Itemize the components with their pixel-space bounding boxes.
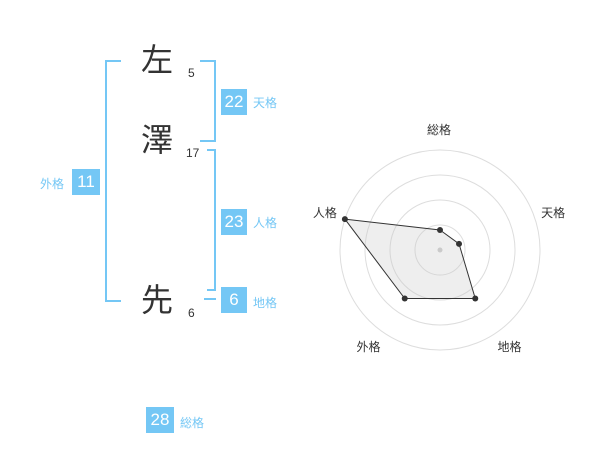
radar-series-area bbox=[343, 218, 476, 300]
radar-axis-label: 天格 bbox=[541, 205, 566, 220]
tenkaku-label: 天格 bbox=[253, 96, 278, 110]
radar-point bbox=[472, 295, 479, 302]
jinkaku-value: 23 bbox=[221, 209, 247, 235]
soukaku-label: 総格 bbox=[180, 416, 205, 430]
gaikaku-bracket bbox=[105, 60, 121, 302]
tenkaku-value: 22 bbox=[221, 89, 247, 115]
chikaku-connector bbox=[204, 298, 216, 300]
radar-axis-label: 人格 bbox=[312, 205, 337, 220]
radar-axis-label: 外格 bbox=[356, 340, 381, 355]
radar-axis-label: 地格 bbox=[497, 340, 522, 355]
stroke-count-3: 6 bbox=[188, 306, 195, 320]
radar-grid-ring bbox=[364, 174, 516, 326]
gaikaku-label: 外格 bbox=[40, 177, 65, 191]
chikaku-value: 6 bbox=[221, 287, 247, 313]
name-char-1: 左 bbox=[141, 41, 174, 79]
radar-grid-ring bbox=[414, 224, 466, 276]
name-char-2: 澤 bbox=[141, 121, 174, 159]
radar-grid-ring bbox=[339, 149, 541, 351]
radar-point bbox=[341, 216, 348, 223]
jinkaku-label: 人格 bbox=[253, 216, 278, 230]
radar-grid-ring bbox=[389, 199, 491, 301]
radar-point bbox=[456, 240, 463, 247]
tenkaku-bracket bbox=[200, 60, 216, 142]
soukaku-value: 28 bbox=[146, 407, 174, 433]
radar-center bbox=[437, 247, 443, 253]
stroke-count-1: 5 bbox=[188, 66, 195, 80]
radar-point bbox=[401, 295, 408, 302]
radar-axis-label: 総格 bbox=[427, 123, 452, 137]
jinkaku-bracket bbox=[207, 149, 216, 291]
chikaku-label: 地格 bbox=[253, 296, 278, 310]
radar-point bbox=[437, 227, 443, 233]
gaikaku-value: 11 bbox=[72, 169, 100, 195]
stroke-count-2: 17 bbox=[186, 146, 200, 160]
name-char-3: 先 bbox=[141, 281, 174, 319]
